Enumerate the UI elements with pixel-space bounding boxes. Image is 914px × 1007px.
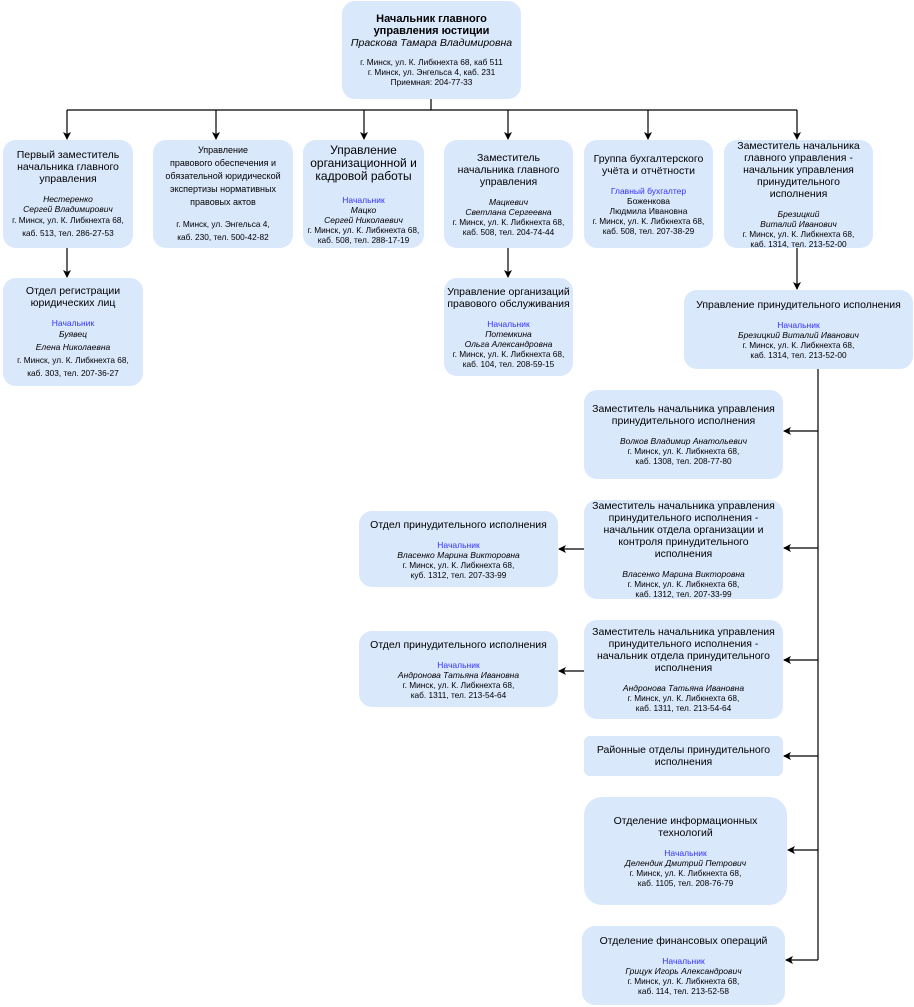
finance-division-box: Отделение финансовых операций Начальник … (582, 926, 785, 1005)
box-address: г. Минск, ул. К. Либкнехта 68, каб. 1105… (629, 867, 742, 888)
box-person-name: Мацко Сергей Николаевич (324, 204, 403, 225)
box-title: Заместитель начальника управления принуд… (592, 403, 775, 427)
box-person-name: Делендик Дмитрий Петрович (624, 857, 747, 868)
box-title: Заместитель начальника главного управлен… (457, 151, 560, 188)
box-title: Начальник главного управления юстиции (373, 13, 490, 37)
box-address: г. Минск, ул. К. Либкнехта 68, каб. 1314… (742, 228, 855, 249)
box-person-name: Власенко Марина Викторовна (622, 569, 745, 579)
box-title: Управление правового обеспечения и обяза… (165, 145, 281, 207)
box-role: Начальник (342, 194, 385, 205)
enforcement-deputy-andronova-box: Заместитель начальника управления принуд… (584, 620, 783, 719)
hr-dept-box: Управление организационной и кадровой ра… (303, 140, 424, 248)
box-person-name: Андронова Татьяна Ивановна (397, 669, 520, 680)
box-title: Заместитель начальника управления принуд… (592, 500, 775, 560)
box-person-name: Нестеренко Сергей Владимирович (23, 193, 113, 214)
box-person-name: Потемкина Ольга Александровна (464, 328, 553, 349)
box-address: г. Минск, ул. К. Либкнехта 68, каб. 1314… (742, 340, 855, 360)
box-role: Начальник (437, 539, 480, 550)
box-person-name: Боженкова Людмила Ивановна (609, 195, 688, 216)
box-person-name: Волков Владимир Анатольевич (620, 436, 747, 446)
district-enforcement-box: Районные отделы принудительного исполнен… (584, 736, 783, 776)
box-title: Управление организационной и кадровой ра… (310, 142, 417, 183)
box-role: Начальник (664, 847, 707, 858)
box-title: Отделение финансовых операций (599, 935, 768, 947)
box-address: г. Минск, ул. К. Либкнехта 68, каб. 508,… (452, 216, 565, 237)
deputy-box: Заместитель начальника главного управлен… (444, 140, 573, 248)
box-person-name: Брезицкий Виталий Иванович (760, 208, 837, 229)
box-person-name: Грицук Игорь Александрович (625, 966, 742, 976)
enforcement-division-vlasenko-box: Отдел принудительного исполнения Начальн… (359, 511, 558, 587)
box-person-name: Мацкевич Светлана Сергеевна (465, 196, 552, 217)
deputy-enforcement-head-box: Заместитель начальника главного управлен… (724, 139, 873, 249)
box-title: Управление организаций правового обслужи… (447, 285, 570, 310)
enforcement-division-andronova-box: Отдел принудительного исполнения Начальн… (359, 631, 558, 707)
box-person-name: Власенко Марина Викторовна (397, 549, 520, 560)
head-box: Начальник главного управления юстиции Пр… (342, 1, 521, 99)
box-address: г. Минск, ул. К. Либкнехта 68, каб. 303,… (17, 354, 129, 378)
legal-service-orgs-box: Управление организаций правового обслужи… (444, 278, 573, 376)
box-title: Отдел принудительного исполнения (370, 518, 547, 531)
box-address: г. Минск, ул. К. Либкнехта 68, куб. 1312… (402, 559, 515, 580)
first-deputy-box: Первый заместитель начальника главного у… (3, 140, 133, 248)
box-address: г. Минск, ул. К. Либкнехта 68, каб. 1308… (627, 446, 740, 466)
box-title: Заместитель начальника главного управлен… (737, 139, 860, 200)
box-person-name: Брезицкий Виталий Иванович (738, 330, 859, 340)
legal-entities-registration-box: Отдел регистрации юридических лиц Началь… (3, 278, 143, 386)
enforcement-deputy-vlasenko-box: Заместитель начальника управления принуд… (584, 500, 783, 599)
box-role: Главный бухгалтер (610, 185, 687, 196)
box-title: Группа бухгалтерского учёта и отчётности (593, 152, 704, 177)
enforcement-deputy-volkov-box: Заместитель начальника управления принуд… (584, 390, 783, 479)
box-address: г. Минск, ул. К. Либкнехта 68, каб. 508,… (307, 224, 420, 245)
box-role: Начальник (662, 956, 705, 966)
box-address: г. Минск, ул. К. Либкнехта 68, каб. 1312… (627, 579, 740, 599)
box-role: Начальник (51, 317, 95, 328)
box-role: Начальник (777, 320, 820, 330)
box-title: Отдел регистрации юридических лиц (25, 284, 121, 309)
box-address: г. Минск, ул. К. Либкнехта 68, каб. 1311… (402, 679, 515, 700)
it-division-box: Отделение информационных технологий Нача… (584, 797, 787, 905)
legal-support-dept-box: Управление правового обеспечения и обяза… (153, 140, 293, 248)
box-address: г. Минск, ул. К. Либкнехта 68, каб. 1311… (627, 693, 740, 713)
box-address: г. Минск, ул. К. Либкнехта 68, каб 511 г… (360, 57, 503, 87)
box-address: г. Минск, ул. К. Либкнехта 68, каб. 114,… (627, 976, 740, 996)
box-role: Начальник (437, 659, 480, 670)
box-title: Управление принудительного исполнения (696, 299, 901, 311)
box-person-name: Праскова Тамара Владимировна (350, 37, 513, 49)
box-title: Заместитель начальника управления принуд… (592, 626, 775, 674)
box-title: Отделение информационных технологий (613, 814, 758, 839)
box-title: Отдел принудительного исполнения (370, 638, 547, 651)
box-address: г. Минск, ул. К. Либкнехта 68, каб. 104,… (452, 348, 565, 369)
box-address: г. Минск, ул. Энгельса 4, каб. 230, тел.… (176, 219, 270, 242)
box-person-name: Буявец Елена Николаевна (35, 328, 111, 352)
box-title: Районные отделы принудительного исполнен… (596, 744, 771, 768)
box-person-name: Андронова Татьяна Ивановна (622, 683, 745, 693)
box-title: Первый заместитель начальника главного у… (16, 148, 120, 185)
accounting-group-box: Группа бухгалтерского учёта и отчётности… (584, 140, 713, 248)
box-address: г. Минск, ул. К. Либкнехта 68, каб. 508,… (592, 215, 705, 236)
enforcement-dept-box: Управление принудительного исполнения На… (684, 290, 913, 369)
box-role: Начальник (487, 318, 530, 329)
box-address: г. Минск, ул. К. Либкнехта 68, каб. 513,… (12, 214, 124, 238)
